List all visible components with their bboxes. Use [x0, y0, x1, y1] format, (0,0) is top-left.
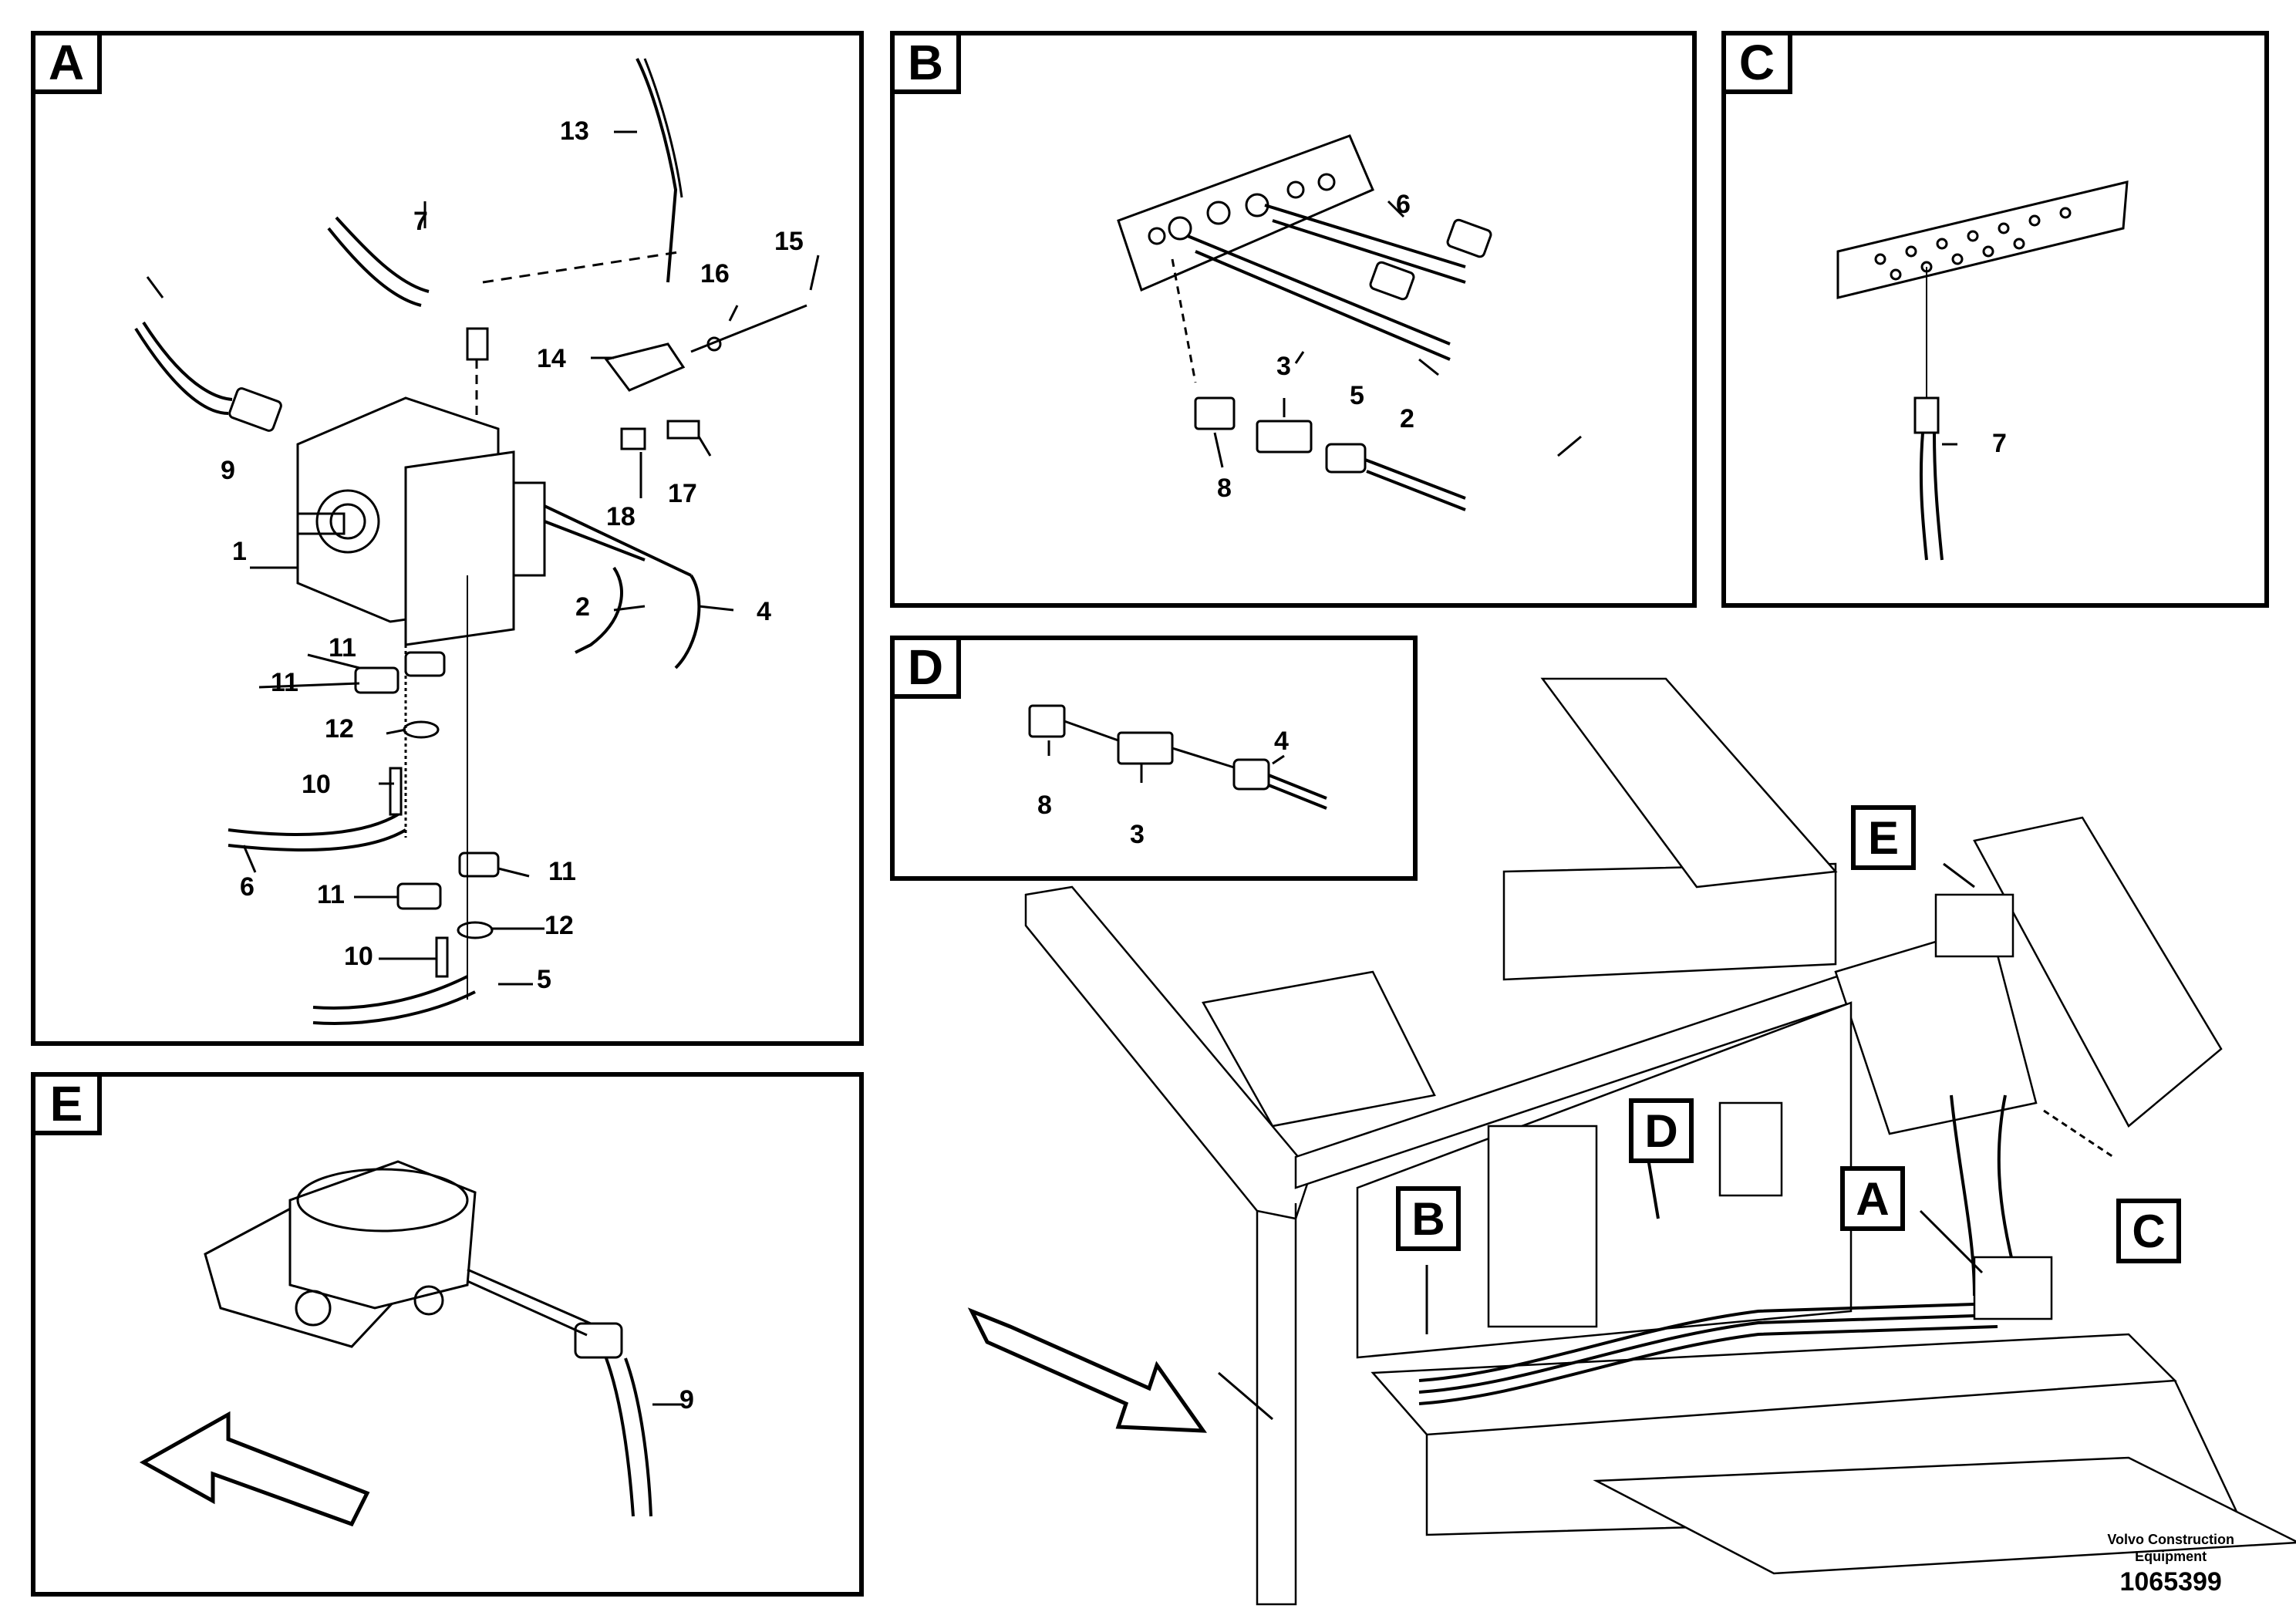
overview-callout-d: D [1629, 1098, 1694, 1163]
part-number-7: 7 [413, 207, 428, 236]
panel-e-tag: E [31, 1072, 102, 1135]
part-number-9: 9 [679, 1385, 694, 1415]
detail-panel-c: C 7 [1721, 31, 2269, 608]
part-number-17: 17 [668, 479, 697, 508]
company-name-line1: Volvo Construction [2107, 1532, 2234, 1547]
part-number-11-b: 11 [271, 668, 298, 697]
part-number-11-a: 11 [329, 633, 356, 663]
part-number-3: 3 [1276, 352, 1291, 381]
part-number-13: 13 [560, 116, 589, 146]
part-number-2: 2 [575, 592, 590, 622]
part-number-11-c: 11 [548, 857, 576, 886]
part-number-10-b: 10 [344, 942, 373, 971]
part-number-15: 15 [774, 227, 804, 256]
part-number-11-d: 11 [317, 880, 345, 909]
part-number-7: 7 [1992, 429, 2007, 458]
detail-panel-e: E 9 [31, 1072, 864, 1597]
part-number-2: 2 [1400, 404, 1414, 433]
part-number-10-a: 10 [302, 770, 331, 799]
detail-panel-a: A [31, 31, 864, 1046]
part-number-5: 5 [537, 965, 551, 994]
panel-e-drawing [139, 1160, 683, 1527]
part-number-12-b: 12 [544, 911, 574, 940]
panel-d-drawing [1028, 704, 1327, 810]
part-number-9: 9 [221, 456, 235, 485]
overview-callout-c: C [2116, 1199, 2181, 1263]
panel-c-drawing [1836, 180, 2129, 561]
part-number-8: 8 [1217, 474, 1232, 503]
overview-callout-b: B [1396, 1186, 1461, 1251]
part-number-3: 3 [1130, 820, 1145, 849]
part-number-16: 16 [700, 259, 730, 288]
part-number-4: 4 [757, 597, 771, 626]
detail-panel-b: B 6 3 5 2 8 [890, 31, 1697, 608]
drawing-footer: Volvo Construction Equipment 1065399 [2107, 1531, 2234, 1599]
part-number-5: 5 [1350, 381, 1364, 410]
panel-b-drawing [1117, 134, 1582, 511]
panel-b-tag: B [890, 31, 961, 94]
part-number-18: 18 [606, 502, 636, 531]
panel-d-tag: D [890, 636, 961, 699]
overview-callout-e: E [1851, 805, 1916, 870]
part-number-12-a: 12 [325, 714, 354, 744]
part-number-14: 14 [537, 344, 566, 373]
detail-panel-d: D 8 3 4 [890, 636, 1418, 881]
part-number-6: 6 [240, 872, 255, 902]
panel-a-drawing [134, 58, 820, 1025]
part-number-1: 1 [232, 537, 247, 566]
drawing-id: 1065399 [2119, 1567, 2222, 1597]
overview-callout-a: A [1840, 1166, 1905, 1231]
part-number-8: 8 [1037, 791, 1052, 820]
panel-a-tag: A [31, 31, 102, 94]
panel-c-tag: C [1721, 31, 1792, 94]
part-number-4: 4 [1274, 727, 1289, 756]
company-name-line2: Equipment [2135, 1549, 2207, 1564]
part-number-6: 6 [1396, 190, 1411, 219]
